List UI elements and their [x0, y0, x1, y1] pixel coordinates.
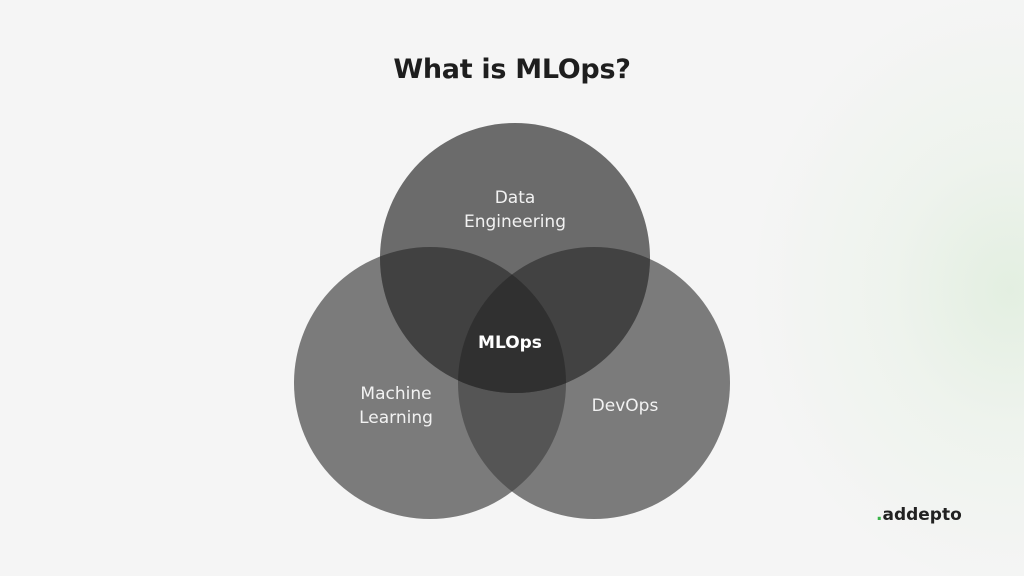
label-devops: DevOps: [591, 396, 659, 416]
label-line: Data: [494, 188, 536, 208]
label-data-engineering: Data Engineering: [440, 186, 590, 234]
label-line: Machine: [360, 384, 432, 404]
page-title: What is MLOps?: [393, 54, 631, 85]
label-mlops: MLOps: [478, 333, 542, 353]
logo-text: addepto: [882, 505, 962, 525]
logo-dot: .: [876, 505, 883, 525]
label-line: Learning: [359, 408, 433, 428]
addepto-logo: .addepto: [876, 505, 962, 525]
label-machine-learning: Machine Learning: [336, 382, 456, 430]
overlap-center: [458, 247, 566, 393]
label-line: Engineering: [464, 212, 566, 232]
